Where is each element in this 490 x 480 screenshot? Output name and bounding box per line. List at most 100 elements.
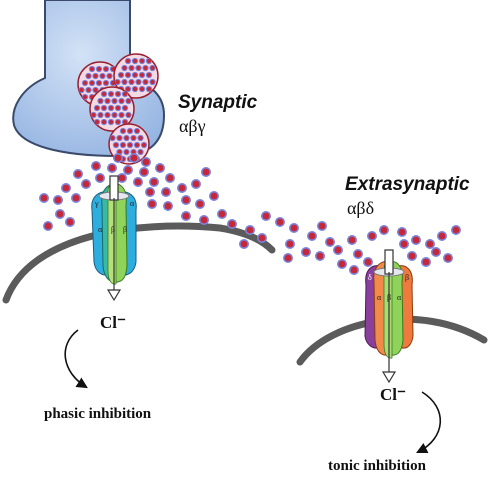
gaba-molecules <box>38 153 461 275</box>
gaba-molecule <box>209 191 220 202</box>
gaba-molecule <box>106 72 113 80</box>
gaba-molecule <box>126 127 134 135</box>
synaptic-chloride-label: Cl⁻ <box>100 313 126 332</box>
gaba-molecule <box>145 187 156 198</box>
gaba-molecule <box>260 211 271 222</box>
gaba-molecule <box>130 134 137 142</box>
gaba-molecule <box>102 79 110 87</box>
subunit-label: β <box>405 273 409 282</box>
gaba-molecule <box>131 85 139 93</box>
gaba-molecule <box>123 148 130 156</box>
gaba-molecule <box>138 85 146 93</box>
gaba-molecule <box>195 199 206 210</box>
gaba-molecule <box>121 104 129 112</box>
subunit-label: α <box>397 293 402 302</box>
gaba-molecule <box>126 141 134 149</box>
gaba-molecule <box>104 97 111 105</box>
subunit-label: α <box>98 225 103 234</box>
gaba-molecule <box>306 231 317 242</box>
gaba-molecule <box>121 64 128 72</box>
gaba-molecule <box>114 104 122 112</box>
gaba-molecule <box>100 90 108 98</box>
gaba-molecule <box>91 161 102 172</box>
gaba-molecule <box>239 239 250 250</box>
gaba-molecule <box>131 57 139 65</box>
gaba-molecule <box>352 249 363 260</box>
gaba-molecule <box>217 209 228 220</box>
gaba-molecule <box>85 86 92 94</box>
gaba-molecule <box>119 127 127 135</box>
gaba-molecule <box>88 65 96 73</box>
postsynaptic-membrane-synaptic <box>2 222 276 304</box>
gaba-molecule <box>95 65 103 73</box>
svg-text:β: β <box>111 225 115 234</box>
gaba-molecule <box>97 97 104 105</box>
gaba-molecule <box>163 201 174 212</box>
gaba-molecule <box>181 195 192 206</box>
subunit-label: α <box>377 293 382 302</box>
gaba-molecule <box>199 215 210 226</box>
gaba-molecule <box>118 111 125 119</box>
gaba-molecule <box>65 217 76 228</box>
gaba-molecule <box>135 64 142 72</box>
gaba-molecule <box>142 78 149 86</box>
gaba-molecule <box>177 183 188 194</box>
gaba-molecule <box>145 71 153 79</box>
gaba-molecule <box>93 118 101 126</box>
gaba-molecule <box>314 251 325 262</box>
gaba-molecule <box>114 118 122 126</box>
gaba-molecule <box>124 57 132 65</box>
gaba-molecule <box>109 134 116 142</box>
gaba-molecule <box>362 256 373 267</box>
gaba-molecule <box>398 239 409 250</box>
gaba-molecule <box>346 235 357 246</box>
gaba-molecule <box>135 78 142 86</box>
gaba-molecule <box>133 177 144 188</box>
synaptic-title: Synaptic <box>178 92 258 113</box>
gaba-molecule <box>81 179 92 190</box>
svg-text:β: β <box>405 273 409 282</box>
gaba-molecule <box>396 227 407 238</box>
gaba-molecule <box>88 79 96 87</box>
gaba-molecule <box>138 71 146 79</box>
svg-text:γ: γ <box>94 199 99 208</box>
gaba-molecule <box>92 72 99 80</box>
gaba-molecule <box>282 253 293 264</box>
gaba-molecule <box>125 111 132 119</box>
svg-text:β: β <box>123 225 127 234</box>
gaba-molecule <box>133 127 141 135</box>
gaba-molecule <box>284 239 295 250</box>
extrasynaptic-title: Extrasynaptic <box>345 174 470 195</box>
gaba-molecule <box>256 233 267 244</box>
subunit-label: δ <box>368 273 372 282</box>
gaba-molecule <box>145 85 153 93</box>
gaba-molecule <box>81 93 89 101</box>
gaba-molecule <box>133 141 141 149</box>
gaba-molecule <box>149 78 156 86</box>
gaba-molecule <box>38 193 49 204</box>
gaba-molecule <box>112 141 120 149</box>
gaba-molecule <box>123 134 130 142</box>
gaba-molecule <box>124 71 132 79</box>
subunit-label: γ <box>94 199 99 208</box>
svg-text:β: β <box>387 293 391 302</box>
gaba-molecule <box>139 167 150 178</box>
vesicle <box>89 86 135 132</box>
gaba-molecule <box>95 79 103 87</box>
gaba-molecule <box>424 239 435 250</box>
gaba-molecule <box>288 223 299 234</box>
gaba-molecule <box>137 148 144 156</box>
gaba-molecule <box>140 141 148 149</box>
gaba-molecule <box>450 225 461 236</box>
gaba-molecule <box>85 72 92 80</box>
gaba-molecule <box>410 235 421 246</box>
gaba-molecule <box>201 167 212 178</box>
gaba-molecule <box>161 187 172 198</box>
vesicle <box>113 53 159 99</box>
gaba-molecule <box>141 157 152 168</box>
gaba-molecule <box>99 72 106 80</box>
gaba-molecule <box>111 97 118 105</box>
gaba-molecule <box>348 264 359 275</box>
gaba-molecule <box>316 221 327 232</box>
